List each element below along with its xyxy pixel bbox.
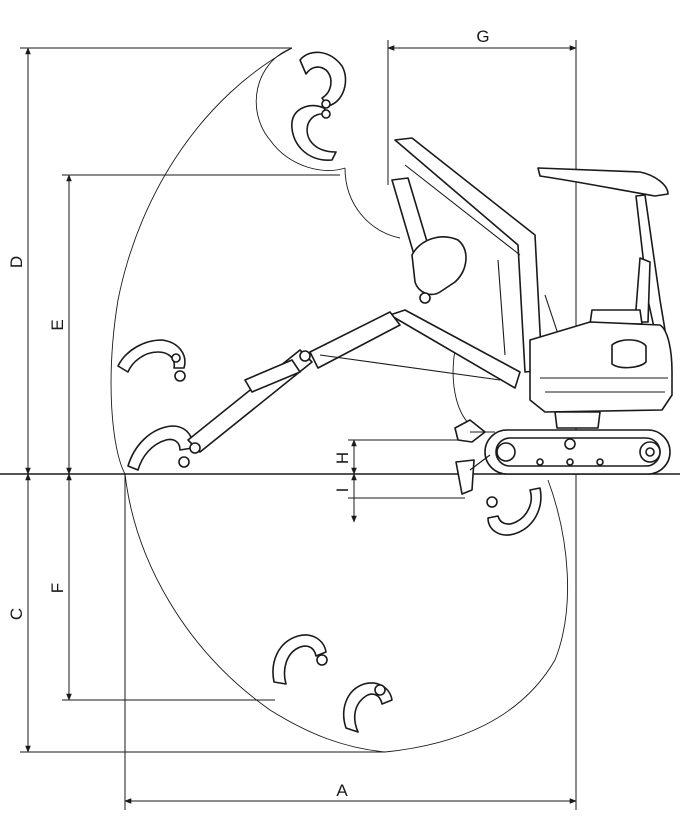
dimension-d: D [7,47,292,475]
upper-body [529,321,673,429]
working-range-envelope [110,47,569,753]
dimension-f: F [48,473,275,701]
seat [544,257,651,341]
bucket-deepest [342,682,393,733]
label-e: E [48,319,67,330]
dimension-c: C [7,473,385,753]
boom-raised [391,137,543,373]
dimension-h: H [333,439,460,475]
bucket-ground-reach [127,425,194,471]
label-a: A [336,781,348,800]
bucket-low-left [272,634,328,685]
bucket-top-curled [291,104,337,161]
label-c: C [7,608,26,620]
label-i: I [333,488,352,493]
label-f: F [48,583,67,593]
boom-extended [187,309,521,454]
dozer-blade [454,419,495,495]
dimension-a: A [124,474,577,810]
dimension-i: I [333,473,465,523]
bucket-mid-left [117,339,186,382]
dimension-e: E [48,174,340,475]
undercarriage [484,429,671,475]
label-g: G [476,27,489,46]
label-h: H [333,452,352,464]
bucket-under-tracks [486,487,542,536]
bucket-top [299,51,347,109]
label-d: D [7,256,26,268]
